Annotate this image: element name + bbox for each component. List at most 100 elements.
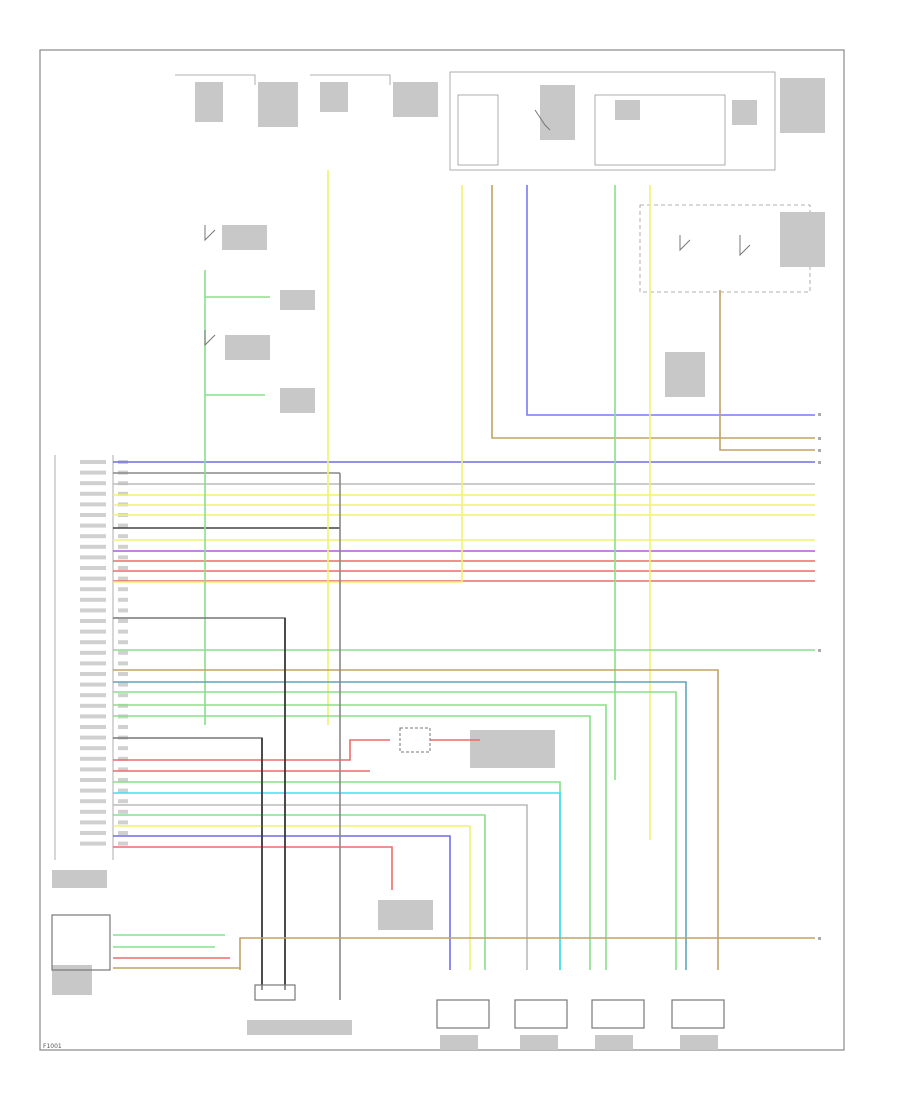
pin-number [118, 576, 128, 581]
pin-number [118, 640, 128, 645]
label-block [680, 1035, 718, 1050]
pin-label [80, 576, 106, 581]
edge-marker [818, 437, 821, 440]
diagram-border [39, 49, 845, 1051]
label-block [540, 85, 575, 140]
edge-marker [818, 649, 821, 652]
pin-label [80, 756, 106, 761]
wires [113, 170, 815, 1000]
wire-green-5 [113, 781, 561, 970]
pin-label [80, 597, 106, 602]
label-block [378, 900, 433, 930]
edge-marker [818, 937, 821, 940]
label-block [440, 1035, 478, 1050]
pin-label [80, 820, 106, 825]
edge-marker [818, 413, 821, 416]
pin-label [80, 534, 106, 539]
sensor-box-3 [591, 999, 645, 1029]
pin-label [80, 650, 106, 655]
edge-markers [818, 413, 821, 940]
wire-tan-relay [719, 290, 815, 451]
label-block [247, 1020, 352, 1035]
pin-label [80, 502, 106, 507]
pin-label [80, 746, 106, 751]
sensor-box-center [399, 727, 431, 753]
pin-number [118, 820, 128, 825]
wire-blue-riser [526, 185, 815, 416]
label-block [258, 82, 298, 127]
pin-label [80, 587, 106, 592]
pin-number [118, 650, 128, 655]
pin-label [80, 841, 106, 846]
wire-tan-long [113, 669, 719, 970]
pin-label [80, 809, 106, 814]
page-id: F1001 [43, 1043, 62, 1050]
pin-label [80, 703, 106, 708]
label-block [320, 82, 348, 112]
label-blocks [52, 78, 825, 1050]
fuse-bracket-mid [310, 74, 391, 85]
switch-compressor-2 [739, 235, 751, 257]
sensor-boxes [51, 914, 725, 1029]
pin-number [118, 661, 128, 666]
label-block [665, 352, 705, 397]
label-block [470, 730, 555, 768]
wire-cyan [113, 792, 561, 970]
relay-box-left [457, 94, 499, 166]
pin-number [118, 682, 128, 687]
switch-mid-left [204, 330, 216, 347]
switch-compressor [679, 235, 691, 252]
pin-number [118, 831, 128, 835]
ground-box-left [254, 984, 296, 1001]
wire-green-6 [113, 814, 486, 970]
pin-number [118, 597, 128, 602]
label-block [780, 78, 825, 133]
sensor-box-1 [436, 999, 490, 1029]
pin-label [80, 778, 106, 782]
label-block [595, 1035, 633, 1050]
wire-yellow-6 [113, 825, 471, 970]
pin-number [118, 629, 128, 634]
label-block [280, 388, 315, 413]
label-block [615, 100, 640, 120]
pin-number [118, 767, 128, 772]
wire-tan-bottom [239, 937, 815, 970]
relay-box-top [449, 71, 776, 171]
pin-label [80, 619, 106, 623]
pin-number [118, 746, 128, 751]
pin-label [80, 788, 106, 793]
pin-number [118, 491, 128, 496]
pin-label [80, 608, 106, 613]
label-block [225, 335, 270, 360]
switch-symbols [204, 109, 751, 753]
sensor-box-2 [514, 999, 568, 1029]
wire-teal [113, 681, 687, 970]
pin-number [118, 693, 128, 698]
pin-label [80, 491, 106, 496]
label-block [52, 870, 107, 888]
pin-number [118, 841, 128, 846]
wire-green-4 [113, 715, 591, 970]
wire-green-3 [113, 704, 607, 970]
pin-label [80, 523, 106, 528]
wire-tan-riser [491, 185, 815, 439]
pin-number [118, 608, 128, 613]
label-block [780, 212, 825, 267]
pin-number [118, 587, 128, 592]
edge-marker [818, 449, 821, 452]
pin-number [118, 619, 128, 623]
pin-number [118, 778, 128, 782]
pin-label [80, 799, 106, 804]
pin-label [80, 661, 106, 666]
label-block [393, 82, 438, 117]
pin-label [80, 470, 106, 475]
label-block [732, 100, 757, 125]
pin-number [118, 725, 128, 729]
pin-label [80, 831, 106, 835]
pin-label [80, 693, 106, 698]
wire-green-2 [113, 691, 677, 970]
label-block [222, 225, 267, 250]
pin-number [118, 809, 128, 814]
pin-number [118, 534, 128, 539]
pin-label [80, 640, 106, 645]
